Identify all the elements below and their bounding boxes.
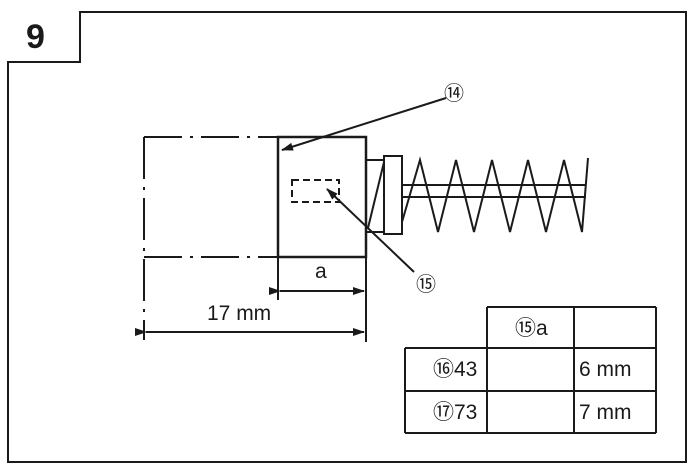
table-row-label: ⑯43 [433,358,477,381]
spring-seat [365,155,403,235]
spring [401,156,589,233]
callout-15-leader [326,188,415,273]
callout-14-leader [281,97,447,151]
spec-table-grid [404,306,657,434]
table-header-cell: ⑮a [515,317,548,340]
spec-table: ⑮a ⑯43 6 mm ⑰73 7 mm [404,306,657,434]
wear-indicator-mark [291,179,340,203]
figure-frame [7,11,687,463]
worn-portion-outline [143,136,278,340]
table-row-value: 6 mm [579,358,632,381]
table-row-label: ⑰73 [433,401,477,424]
figure-number: 9 [26,18,45,56]
callout-14-label: ⑭ [444,82,464,105]
callout-15-label: ⑮ [416,273,436,296]
dimension-overall-label: 17 mm [207,302,271,325]
table-row-value: 7 mm [579,401,632,424]
dimension-a-label: a [315,260,327,283]
